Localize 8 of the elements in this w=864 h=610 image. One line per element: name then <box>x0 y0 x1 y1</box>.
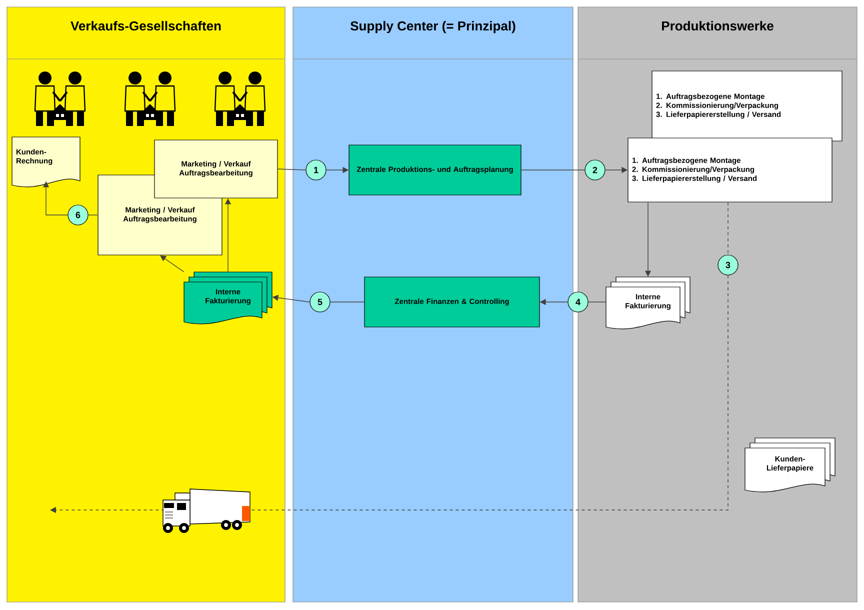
step-number: 6 <box>68 204 88 226</box>
arrow <box>160 255 184 272</box>
step-number: 5 <box>310 292 330 312</box>
step-number: 3 <box>718 254 738 276</box>
step-number: 1 <box>306 160 326 180</box>
step-number: 4 <box>568 292 588 312</box>
step-number: 2 <box>584 160 606 180</box>
arrow <box>50 274 728 514</box>
